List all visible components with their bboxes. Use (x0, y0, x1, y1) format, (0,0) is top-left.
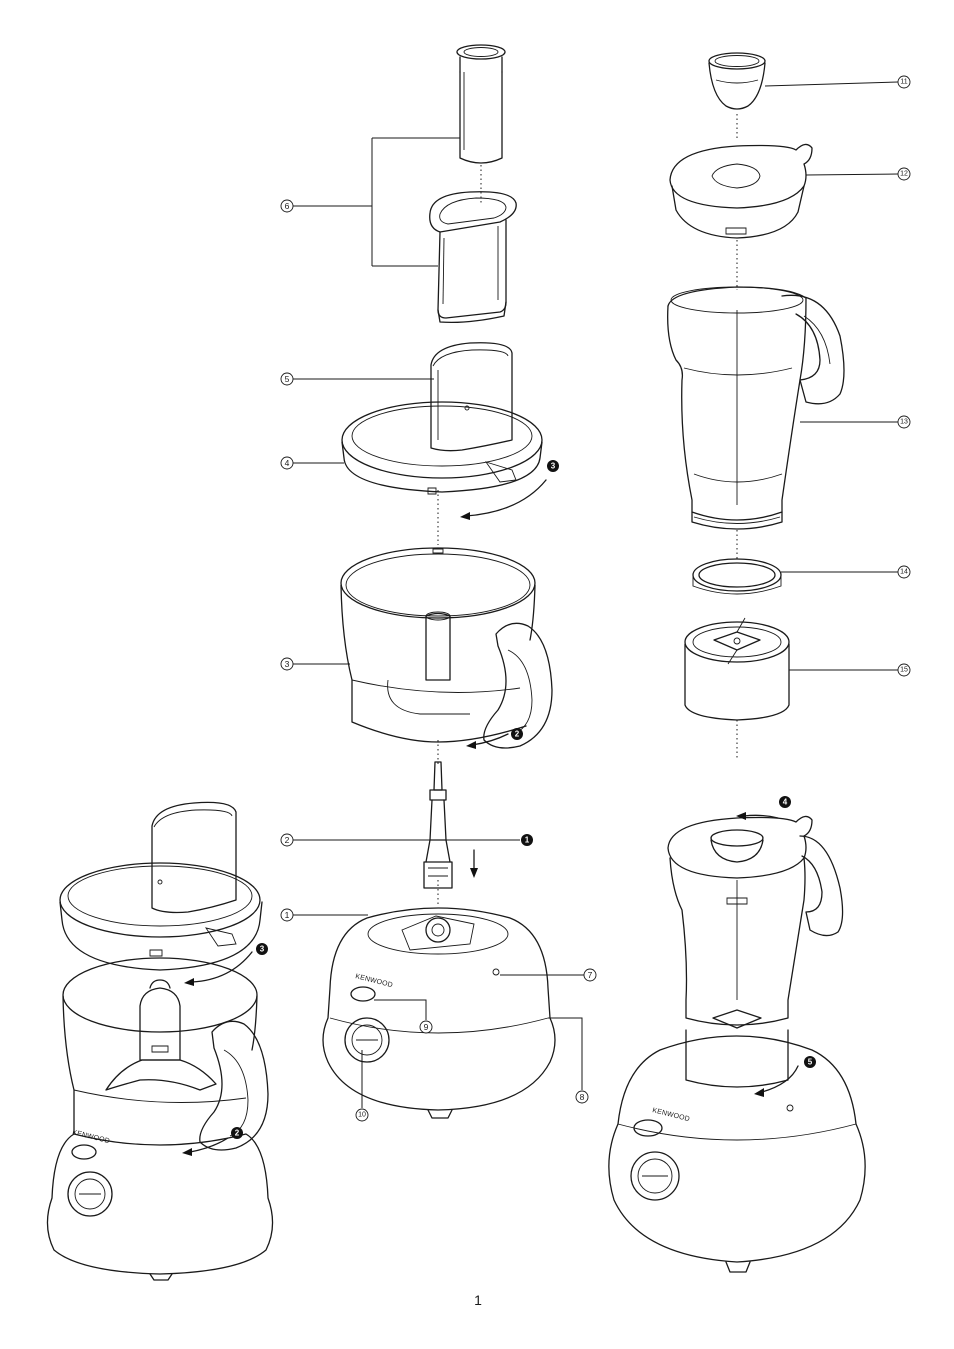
assembled-food-processor (46, 801, 274, 1281)
callout-1: 1 (280, 908, 294, 922)
blender-goblet (667, 286, 845, 530)
callout-10: 10 (355, 1108, 369, 1122)
brand-logo: KENWOOD (72, 1129, 111, 1145)
step-marker-2-centre: 2 (511, 728, 523, 740)
step-marker-3-left: 3 (256, 943, 268, 955)
callout-14: 14 (897, 565, 911, 579)
step-marker-5: 5 (804, 1056, 816, 1068)
sealing-ring (692, 558, 782, 595)
svg-text:2: 2 (515, 730, 520, 739)
svg-text:14: 14 (900, 569, 908, 576)
blender-lid (669, 143, 813, 239)
svg-text:4: 4 (783, 798, 788, 807)
processing-bowl (340, 547, 553, 749)
svg-text:3: 3 (285, 659, 290, 669)
svg-text:1: 1 (285, 910, 290, 920)
large-pusher (429, 191, 517, 324)
svg-text:2: 2 (235, 1129, 240, 1138)
leader-8 (548, 1017, 583, 1090)
twist-arrow-blender-lid (743, 814, 779, 819)
callout-7: 7 (583, 968, 597, 982)
leader-6 (292, 137, 460, 267)
brand-logo: KENWOOD (652, 1107, 691, 1123)
leader-12 (805, 173, 899, 176)
svg-text:13: 13 (900, 419, 908, 426)
callout-13: 13 (897, 415, 911, 429)
svg-text:4: 4 (285, 458, 290, 468)
twist-arrow-lid (465, 479, 547, 517)
svg-text:8: 8 (580, 1092, 585, 1102)
callout-15: 15 (897, 663, 911, 677)
motor-base (322, 907, 556, 1119)
svg-text:9: 9 (424, 1022, 429, 1032)
blade-unit (684, 617, 790, 721)
svg-text:3: 3 (551, 462, 556, 471)
svg-text:12: 12 (900, 171, 908, 178)
svg-text:10: 10 (358, 1112, 366, 1119)
svg-text:7: 7 (588, 970, 593, 980)
callout-8: 8 (575, 1090, 589, 1104)
filler-cap (708, 52, 766, 110)
svg-text:5: 5 (808, 1058, 813, 1067)
twist-arrow-left-bowl (189, 1137, 229, 1153)
twist-arrow-goblet (761, 1065, 799, 1093)
svg-text:3: 3 (260, 945, 265, 954)
svg-text:15: 15 (900, 667, 908, 674)
svg-text:11: 11 (900, 79, 907, 86)
small-pusher (456, 44, 506, 164)
callout-2: 2 (280, 833, 294, 847)
svg-text:6: 6 (285, 201, 290, 211)
callout-3: 3 (280, 657, 294, 671)
leader-11 (764, 81, 899, 87)
callout-12: 12 (897, 167, 911, 181)
svg-text:2: 2 (285, 835, 290, 845)
down-arrow-head (470, 868, 478, 878)
svg-text:5: 5 (285, 374, 290, 384)
step-marker-2-left: 2 (231, 1127, 243, 1139)
callout-5: 5 (280, 372, 294, 386)
step-marker-1: 1 (521, 834, 533, 846)
callout-4: 4 (280, 456, 294, 470)
step-marker-3-centre: 3 (547, 460, 559, 472)
callout-6: 6 (280, 199, 294, 213)
step-marker-4: 4 (779, 796, 791, 808)
callout-9: 9 (419, 1020, 433, 1034)
svg-text:1: 1 (525, 836, 530, 845)
drive-shaft (423, 761, 453, 889)
callout-11: 11 (897, 75, 911, 89)
twist-arrow-left-lid (191, 951, 253, 983)
assembled-blender (608, 815, 866, 1273)
leader-9 (374, 999, 427, 1020)
bowl-lid (341, 401, 543, 495)
feed-tube (430, 342, 513, 452)
page-number: 1 (474, 1292, 482, 1308)
